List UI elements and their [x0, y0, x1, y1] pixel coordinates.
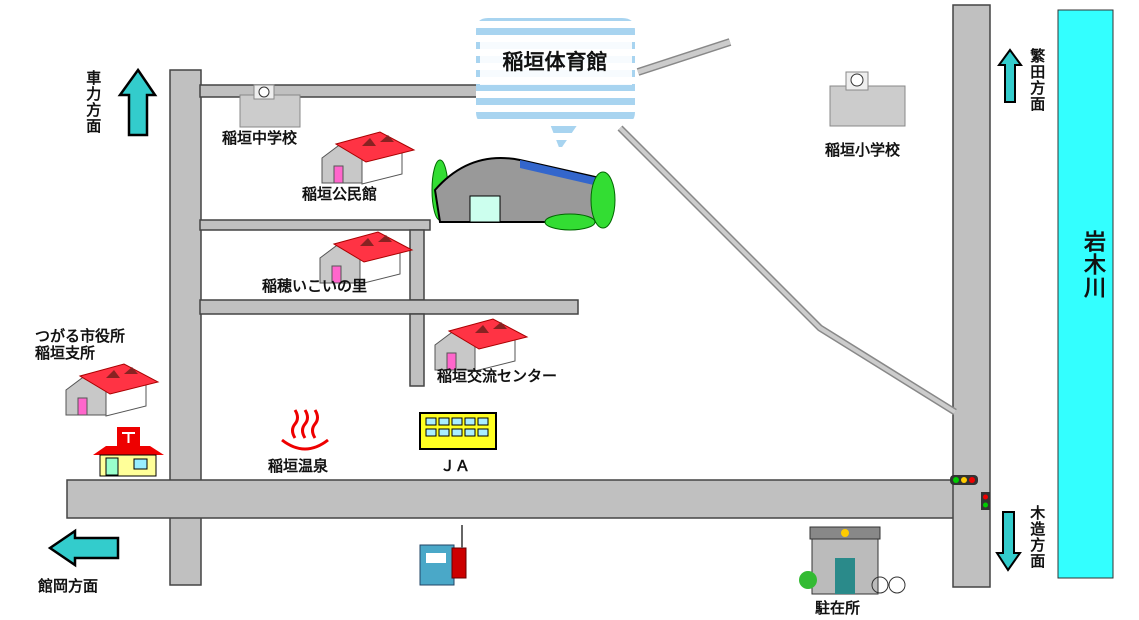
arrow-down-right-icon	[995, 511, 1022, 572]
road-right-vertical	[952, 4, 991, 588]
arrow-up-left-icon	[117, 67, 158, 137]
arrow-up-right-icon	[997, 48, 1023, 103]
gym-building-icon	[431, 157, 616, 231]
community-hall-icon	[321, 131, 415, 185]
roads	[66, 4, 991, 588]
branch-office-icon	[65, 363, 159, 417]
river-label: 岩木川	[1080, 230, 1105, 299]
junior-high-school-icon	[239, 84, 301, 128]
direction-label-tateoka: 館岡方面	[38, 577, 99, 595]
police-box-icon	[799, 526, 906, 595]
gym-callout	[476, 18, 635, 150]
label-ja: ＪＡ	[440, 457, 471, 475]
road-small1	[409, 229, 425, 301]
label-branch-office: つがる市役所 稲垣支所	[35, 327, 126, 363]
direction-label-shigeta: 繁田方面	[1028, 48, 1047, 112]
river	[1057, 9, 1114, 579]
label-exchange-center: 稲垣交流センター	[437, 367, 558, 385]
elementary-school-icon	[829, 71, 906, 127]
label-community-hall: 稲垣公民館	[302, 185, 378, 203]
post-office-icon	[93, 427, 164, 477]
label-ikoi: 稲穂いこいの里	[262, 277, 368, 295]
gym-title: 稲垣体育館	[502, 50, 608, 74]
direction-label-kizukuri: 木造方面	[1028, 505, 1047, 569]
road-mid2	[199, 299, 579, 315]
onsen-icon	[281, 409, 329, 451]
road-small2	[409, 313, 425, 387]
traffic-light-icon	[950, 475, 990, 510]
road-mid1	[199, 219, 431, 231]
label-onsen: 稲垣温泉	[268, 457, 329, 475]
arrow-left-icon	[47, 528, 120, 568]
road-main	[66, 479, 988, 519]
label-elementary: 稲垣小学校	[825, 141, 901, 159]
utility-box-icon	[419, 525, 467, 586]
direction-label-shariki: 車力方面	[84, 70, 103, 134]
label-junior-high: 稲垣中学校	[222, 129, 298, 147]
label-police-box: 駐在所	[815, 599, 861, 617]
ja-building-icon	[419, 412, 497, 450]
exchange-center-icon	[434, 318, 528, 372]
road-diagonal	[617, 125, 957, 415]
